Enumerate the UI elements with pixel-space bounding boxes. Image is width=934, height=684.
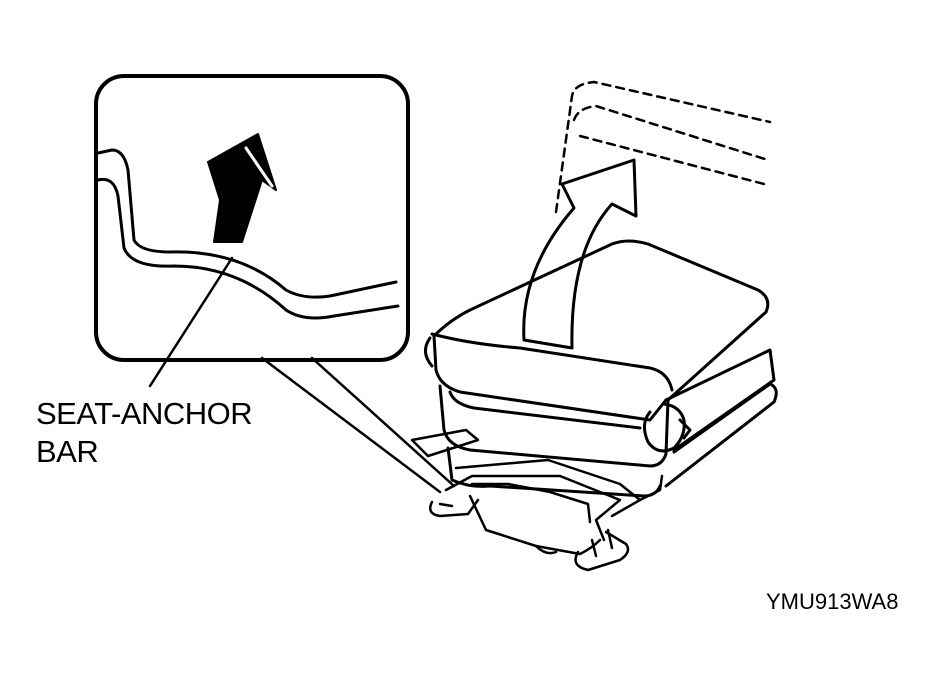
seat-cushion: [424, 239, 778, 498]
cushion-top: [432, 239, 770, 402]
inset-connector-lines: [260, 356, 456, 494]
seat-mount-bracket: [410, 428, 664, 572]
seat-back-dashed-outline: [554, 80, 772, 214]
inset-frame: [94, 74, 410, 362]
inset-arrow-icon: [207, 133, 277, 243]
cushion-left-roll: [424, 336, 434, 368]
cushion-top-seam: [430, 332, 674, 392]
callout-leader-line: [148, 256, 234, 388]
cushion-right-lower: [664, 382, 778, 488]
inset-bar-profile-inner: [96, 177, 400, 320]
cushion-front: [432, 334, 668, 422]
cushion-bottom: [446, 446, 662, 498]
inset-arrow-highlight: [244, 146, 274, 188]
seat-anchor-bar-label-line1: SEAT-ANCHOR: [36, 396, 253, 431]
cushion-right-tab: [678, 418, 692, 440]
figure-code: YMU913WA8: [766, 589, 899, 614]
cushion-seam-2: [448, 390, 642, 430]
fold-up-arrow-icon: [522, 158, 638, 350]
seat-anchor-bar-label-line2: BAR: [36, 434, 99, 469]
cushion-right-bulge: [643, 402, 686, 453]
inset-bar-profile-outer: [96, 148, 398, 299]
detail-inset: [94, 74, 410, 362]
cushion-lower-layer: [438, 384, 670, 468]
